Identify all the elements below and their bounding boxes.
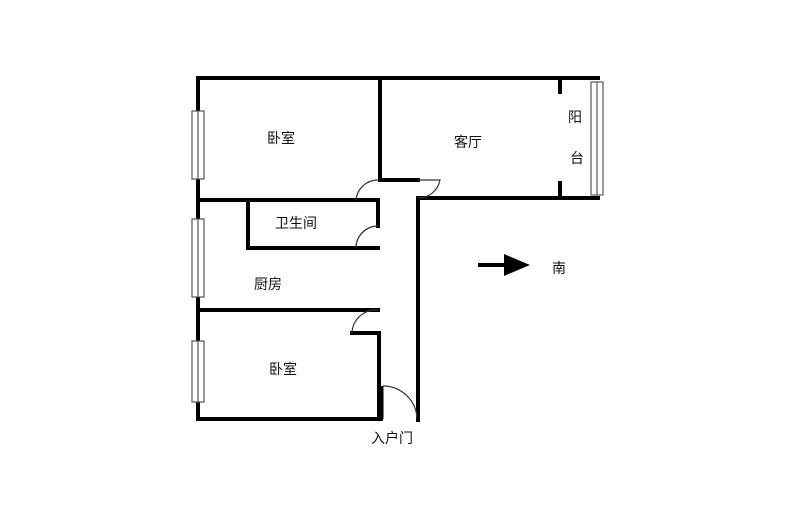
door-entrance: [382, 385, 418, 419]
room-label-balcony-2: 台: [570, 151, 584, 167]
door-living: [417, 179, 441, 199]
room-label-living-room: 客厅: [454, 135, 482, 151]
room-label-balcony-1: 阳: [568, 110, 582, 126]
room-label-bedroom-top: 卧室: [267, 131, 295, 147]
room-label-kitchen: 厨房: [254, 277, 282, 293]
room-label-bathroom: 卫生间: [275, 216, 317, 232]
door-bathroom: [355, 225, 379, 249]
compass-direction-label: 南: [552, 261, 566, 277]
entrance-label: 入户门: [371, 431, 413, 447]
room-label-bedroom-bottom: 卧室: [269, 362, 297, 378]
arrow-right-icon: [478, 254, 530, 276]
door-bedroom-bottom: [351, 309, 379, 334]
door-bedroom-top: [355, 179, 379, 201]
